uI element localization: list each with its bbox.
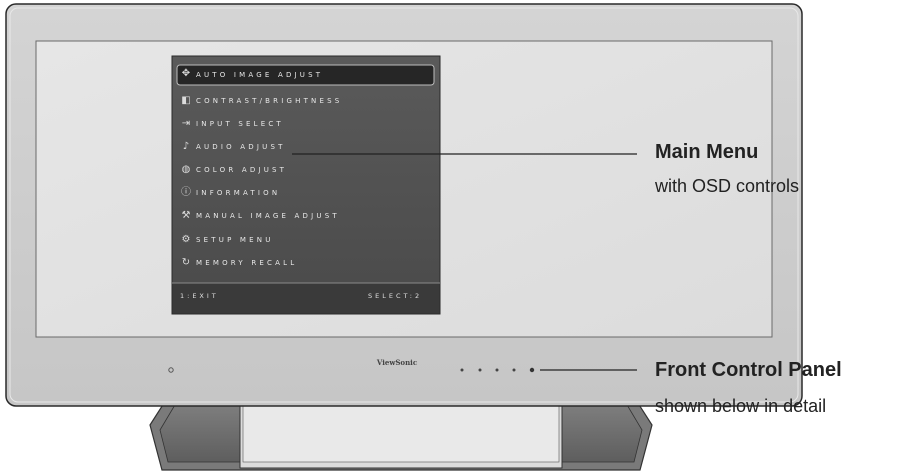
- input-select-icon: ⇥: [181, 118, 191, 129]
- power-led: [168, 367, 174, 373]
- osd-menu-panel: [171, 55, 441, 315]
- osd-selected-highlight: [176, 64, 435, 86]
- audio-icon: ♪: [182, 141, 190, 152]
- main-menu-title: Main Menu: [655, 141, 759, 163]
- recall-icon: ↻: [181, 257, 191, 268]
- osd-item-input-select: INPUT SELECT: [196, 120, 284, 128]
- front-panel-subtitle: shown below in detail: [655, 396, 827, 416]
- osd-item-color-adjust: COLOR ADJUST: [196, 166, 288, 174]
- osd-item-setup-menu: SETUP MENU: [196, 236, 274, 244]
- color-palette-icon: ◍: [181, 164, 191, 175]
- brightness-icon: ◧: [181, 95, 191, 106]
- osd-item-manual-image-adjust: MANUAL IMAGE ADJUST: [196, 212, 340, 220]
- osd-item-memory-recall: MEMORY RECALL: [196, 259, 298, 267]
- osd-item-contrast-brightness: CONTRAST/BRIGHTNESS: [196, 97, 343, 105]
- osd-footer-select: SELECT:2: [368, 292, 423, 300]
- osd-footer-exit: 1:EXIT: [180, 292, 219, 300]
- main-menu-subtitle: with OSD controls: [655, 176, 800, 196]
- osd-item-information: INFORMATION: [196, 189, 281, 197]
- gear-icon: ⚙: [181, 234, 191, 245]
- info-icon: ⓘ: [181, 187, 191, 198]
- osd-item-auto-image-adjust: AUTO IMAGE ADJUST: [196, 71, 324, 79]
- front-panel-title: Front Control Panel: [655, 359, 842, 381]
- front-control-buttons: [460, 367, 535, 373]
- crosshair-arrows-icon: ✥: [181, 68, 191, 79]
- brand-logo: ViewSonic: [376, 358, 418, 367]
- osd-item-audio-adjust: AUDIO ADJUST: [196, 143, 286, 151]
- manual-adjust-icon: ⚒: [181, 210, 191, 221]
